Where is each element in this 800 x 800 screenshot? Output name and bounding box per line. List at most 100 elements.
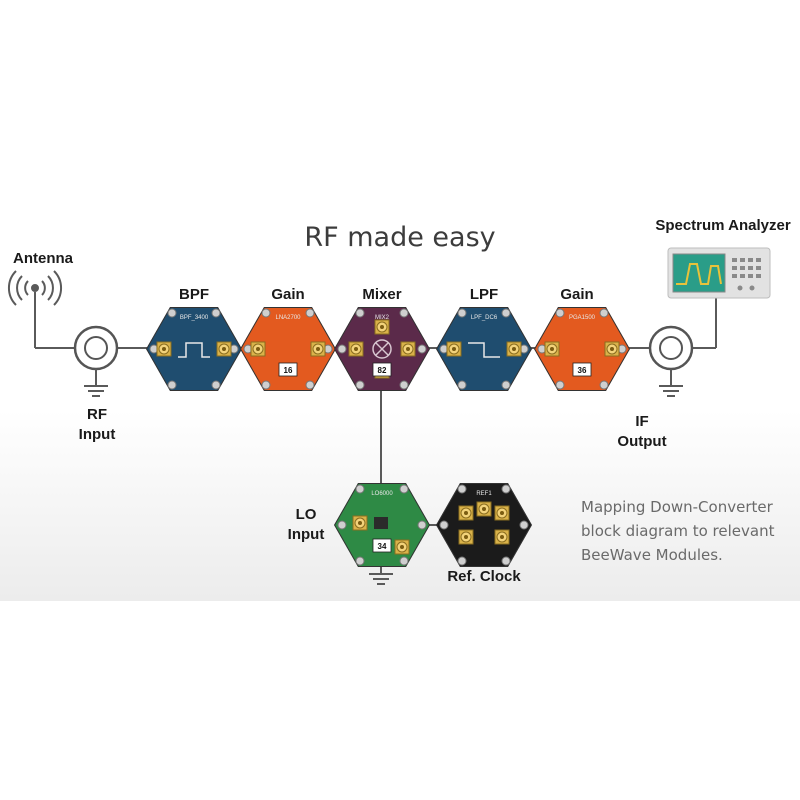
sma-connector-icon <box>310 341 326 357</box>
filter-response-icon <box>178 342 210 358</box>
module-badge-number: 82 <box>378 366 387 375</box>
mixer-symbol-icon <box>372 339 392 359</box>
screw-icon <box>501 556 511 566</box>
antenna-label: Antenna <box>13 250 73 267</box>
screw-icon <box>305 380 315 390</box>
module-board-body <box>534 307 630 391</box>
ref-clock-module: REF1 <box>436 483 532 567</box>
screw-icon <box>399 308 409 318</box>
rf-input-connector-icon <box>73 325 119 397</box>
screw-icon <box>355 308 365 318</box>
screw-icon <box>399 484 409 494</box>
sma-connector-icon <box>494 529 510 545</box>
screw-icon <box>457 556 467 566</box>
caption-line-3: BeeWave Modules. <box>581 546 723 564</box>
if-output-label: IF Output <box>607 412 677 452</box>
screw-icon <box>599 380 609 390</box>
screw-icon <box>211 308 221 318</box>
screw-icon <box>211 380 221 390</box>
module-board-graphic: LNA2700 16 <box>240 307 336 391</box>
screw-icon <box>555 380 565 390</box>
lo-input-label-line-2: Input <box>287 526 325 543</box>
rf-input-label-line-1: RF <box>87 406 107 423</box>
sma-connector-icon <box>446 341 462 357</box>
ref-clock-label: Ref. Clock <box>447 568 521 585</box>
screw-icon <box>519 520 529 530</box>
screw-icon <box>167 308 177 318</box>
sma-connector-icon <box>348 341 364 357</box>
if-output-label-line-1: IF <box>635 413 649 430</box>
caption-line-1: Mapping Down-Converter <box>581 498 773 516</box>
module-board-name: BPF_3400 <box>180 315 209 321</box>
sma-connector-icon <box>506 341 522 357</box>
module-board-name: LNA2700 <box>275 315 301 321</box>
sma-connector-icon <box>400 341 416 357</box>
sma-connector-icon <box>458 505 474 521</box>
lpf-module: LPF_DC6 <box>436 307 532 391</box>
screw-icon <box>501 308 511 318</box>
module-board-name: PGA1500 <box>569 315 596 321</box>
screw-icon <box>439 520 449 530</box>
module-board-name: LPF_DC6 <box>471 315 498 321</box>
module-badge-box <box>278 362 298 377</box>
lo-input-label-line-1: LO <box>295 506 317 523</box>
screw-icon <box>417 344 427 354</box>
lo-module: LO6000 34 <box>334 483 430 567</box>
screw-icon <box>337 344 347 354</box>
sma-connector-icon <box>476 501 492 517</box>
screw-icon <box>167 380 177 390</box>
module-label-bpf: BPF <box>179 286 209 303</box>
sma-connector-icon <box>374 319 390 335</box>
sma-connector-icon <box>156 341 172 357</box>
screw-icon <box>355 484 365 494</box>
module-label-lpf: LPF <box>469 286 499 303</box>
lo-input-label: LO Input <box>271 505 341 545</box>
module-board-graphic: PGA1500 36 <box>534 307 630 391</box>
bpf-module: BPF_3400 <box>146 307 242 391</box>
gain-module-2: PGA1500 36 <box>534 307 630 391</box>
module-board-body <box>436 483 532 567</box>
screw-icon <box>417 520 427 530</box>
sma-connector-icon <box>544 341 560 357</box>
module-board-graphic: MIX2 82 <box>334 307 430 391</box>
module-board-graphic: LPF_DC6 <box>436 307 532 391</box>
module-badge-box <box>572 362 592 377</box>
sma-connector-icon <box>494 505 510 521</box>
module-badge-number: 16 <box>284 366 293 375</box>
if-output-label-line-2: Output <box>617 433 667 450</box>
mixer-module: MIX2 82 <box>334 307 430 391</box>
sma-connector-icon <box>394 539 410 555</box>
screw-icon <box>457 484 467 494</box>
screw-icon <box>599 308 609 318</box>
gain-module-1: LNA2700 16 <box>240 307 336 391</box>
module-badge-number: 36 <box>578 366 587 375</box>
slide-title: RF made easy <box>304 222 496 253</box>
sma-connector-icon <box>352 515 368 531</box>
lo-ground-icon <box>369 573 393 585</box>
module-label-mixer: Mixer <box>362 286 402 303</box>
screw-icon <box>555 308 565 318</box>
sma-connector-icon <box>604 341 620 357</box>
sma-connector-icon <box>216 341 232 357</box>
caption-line-2: block diagram to relevant <box>581 522 775 540</box>
sma-connector-icon <box>250 341 266 357</box>
rf-input-label: RF Input <box>62 405 132 445</box>
screw-icon <box>305 308 315 318</box>
module-board-body <box>240 307 336 391</box>
if-output-connector-icon <box>648 325 694 397</box>
module-board-body <box>146 307 242 391</box>
screw-icon <box>355 380 365 390</box>
module-label-gain-2: Gain <box>560 286 594 303</box>
module-board-name: MIX2 <box>375 315 390 321</box>
module-badge-box <box>372 538 392 553</box>
module-board-graphic: LO6000 34 <box>334 483 430 567</box>
module-badge-number: 34 <box>378 542 387 551</box>
rf-input-label-line-2: Input <box>78 426 116 443</box>
screw-icon <box>399 556 409 566</box>
sma-connector-icon <box>458 529 474 545</box>
module-board-name: LO6000 <box>371 491 393 497</box>
spectrum-analyzer-label: Spectrum Analyzer <box>655 217 791 234</box>
filter-response-icon <box>468 342 500 358</box>
module-board-name: REF1 <box>476 491 492 497</box>
